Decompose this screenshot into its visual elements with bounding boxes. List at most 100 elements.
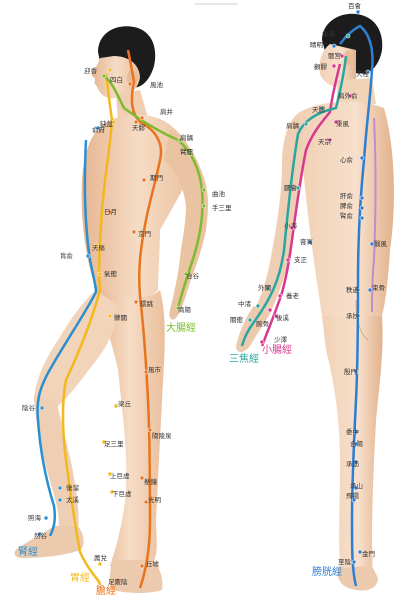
- right-neck: [336, 78, 376, 106]
- acupoint-dot-yingu: [39, 405, 45, 411]
- bladder-inner-line: [371, 117, 377, 313]
- acupoint-label-zhongzhu: 中渚: [238, 299, 252, 308]
- acupoint-dot-shugu: [367, 287, 373, 293]
- acupoint-label-jingmen: 京門: [138, 229, 151, 238]
- acupoint-label-yingxiang: 迎香: [84, 66, 98, 75]
- kidney-meridian-label: 腎經: [18, 545, 38, 558]
- acupoint-dot-fengshi: [143, 369, 149, 375]
- acupoint-dot-shangjuxu: [107, 471, 113, 477]
- left-front-thigh: [34, 290, 118, 413]
- acupoint-label-huangshu: 肓俞: [60, 251, 74, 260]
- acupoint-label-xiajuxu: 下巨虛: [112, 489, 132, 498]
- acupoint-dot-bingfeng: [333, 119, 339, 125]
- acupoint-label-qichong: 氣衝: [104, 269, 118, 278]
- acupoint-dot-wangu: [267, 307, 273, 313]
- acupoint-label-taixi: 太溪: [66, 495, 80, 504]
- acupoint-dot-pishu: [359, 205, 365, 211]
- acupoint-label-liangqiu: 梁丘: [118, 399, 132, 408]
- acupoint-label-weizhong: 委中: [346, 427, 359, 436]
- acupoint-dot-zhongzhu: [255, 303, 261, 309]
- acupoint-dot-zhibian: [355, 287, 361, 293]
- acupoint-dot-jiaosun: [345, 33, 351, 39]
- acupoint-label-waiguan: 外關: [258, 283, 271, 292]
- left-rear-foot: [109, 560, 163, 593]
- acupoint-label-yifeng: 翳風: [374, 240, 388, 248]
- stomach-meridian-line: [61, 73, 114, 586]
- acupoint-label-tianliao: 天髎: [312, 106, 326, 114]
- acupoint-label-ganshu: 肝俞: [340, 191, 354, 200]
- acupoint-label-chengjin: 承筋: [346, 459, 360, 468]
- acupoint-label-zhibian: 秩邊: [346, 285, 360, 294]
- acupoint-label-guanchong: 關衝: [230, 315, 244, 324]
- acupoint-label-baihui: 百會: [348, 1, 362, 10]
- acupoint-label-xuanzhong: 懸鐘: [144, 477, 158, 486]
- acupoint-dot-shenshu: [359, 215, 365, 221]
- acupoint-label-yanglao: 養老: [286, 291, 300, 300]
- acupoint-dot-yinmen: [353, 369, 359, 375]
- left-figure-body: [14, 26, 208, 593]
- acupoint-label-shaoze: 少澤: [274, 335, 288, 344]
- acupoint-dot-jianwaishu: [347, 93, 353, 99]
- acupoint-dot-naohui: [295, 185, 301, 191]
- acupoint-label-wangu: 腕骨: [256, 319, 269, 328]
- acupoint-dot-weizhong: [353, 429, 359, 435]
- acupoint-dot-jingming: [331, 43, 337, 49]
- bladder-meridian-line: [339, 24, 374, 587]
- acupoint-label-jianyu: 肩髃: [286, 121, 300, 130]
- acupoint-dot-guanchong: [247, 317, 253, 323]
- acupoint-dot-sibai: [107, 67, 113, 73]
- acupoint-label-guangming: 光明: [148, 495, 162, 504]
- acupoint-label-tianliao: 天髎: [132, 124, 146, 132]
- acupoint-dot-jianyu: [177, 137, 183, 143]
- acupoint-dot-fengchi: [127, 81, 133, 87]
- acupoint-dot-tianliao: [133, 119, 139, 125]
- acupoint-label-qimen: 期門: [150, 174, 163, 182]
- acupoint-dot-huangshu: [85, 253, 91, 259]
- acupoint-label-sibai: 四白: [110, 75, 123, 84]
- acupoint-dot-heyang: [353, 441, 359, 447]
- acupoint-dot-tianshu: [93, 243, 99, 249]
- acupoint-dot-fuliu: [57, 485, 63, 491]
- acupoint-label-riyue: 日月: [104, 208, 117, 216]
- acupoint-dot-riyue: [107, 209, 113, 215]
- acupoint-label-chengshan: 承山: [350, 481, 363, 490]
- acupoint-dot-juliao: [133, 299, 139, 305]
- acupoint-dot-xuanzhong: [139, 475, 145, 481]
- acupoint-dot-gaohuang: [307, 239, 313, 245]
- acupoint-dot-xiajuxu: [109, 489, 115, 495]
- large-intestine-meridian-line: [103, 75, 204, 309]
- acupoint-dot-chengjin: [353, 459, 359, 465]
- acupoint-label-queyin: 缺盆: [100, 119, 114, 128]
- acupoint-dot-shousanli: [201, 203, 207, 209]
- acupoint-label-shugu: 束骨: [372, 284, 385, 292]
- right-foot: [337, 566, 378, 591]
- acupoint-dot-jianyu: [303, 121, 309, 127]
- left-front-foot: [14, 526, 84, 558]
- acupoint-label-lidui: 厲兌: [94, 553, 108, 562]
- acupoint-dot-shufu: [95, 125, 101, 131]
- acupoint-dot-zhiyin: [351, 559, 357, 565]
- acupoint-label-fengchi: 風池: [150, 80, 164, 89]
- bladder-meridian-label: 膀胱經: [312, 565, 342, 578]
- acupoint-dot-lidui: [97, 561, 103, 567]
- acupoint-dot-zhaohai: [43, 515, 49, 521]
- acupoint-label-jiaosun: 角孫: [322, 29, 336, 38]
- acupoint-label-xiaohai: 小海: [284, 221, 298, 230]
- acupoint-dot-waiguan: [265, 285, 271, 291]
- left-hair: [98, 26, 156, 88]
- acupoint-label-shousanli: 手三里: [212, 203, 232, 212]
- acupoint-label-tianshu: 天樞: [92, 243, 106, 252]
- gallbladder-meridian-label: 膽經: [96, 584, 116, 597]
- acupoint-dot-quanliao: [331, 63, 337, 69]
- acupoint-dot-queyin: [111, 119, 117, 125]
- acupoint-label-tianzong: 天宗: [318, 137, 332, 146]
- acupoint-dot-quchi: [201, 187, 207, 193]
- acupoint-dot-tianzhu: [365, 69, 371, 75]
- acupoint-label-jianjing: 肩井: [160, 107, 174, 116]
- acupoint-label-zhiyin: 至陰: [338, 557, 352, 566]
- acupoint-dot-houxi: [273, 313, 279, 319]
- acupoint-label-rangu: 然谷: [34, 531, 48, 540]
- acupoint-label-jianyu: 肩髃: [180, 133, 194, 142]
- right-leg: [322, 316, 383, 572]
